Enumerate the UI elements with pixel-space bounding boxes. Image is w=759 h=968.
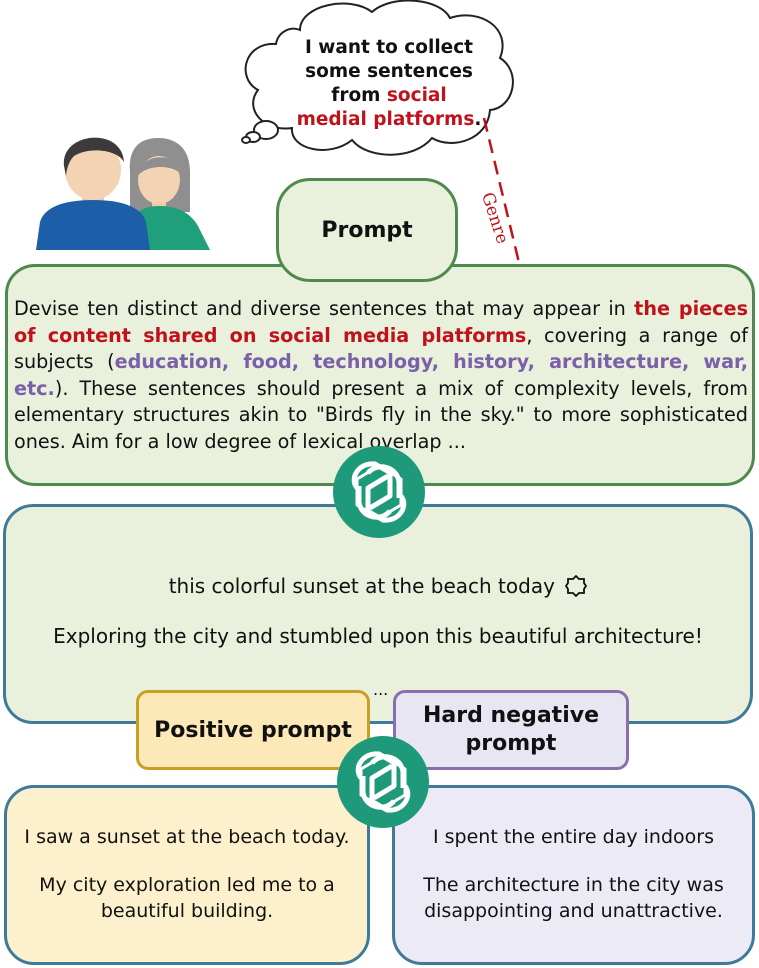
positive-sentence-2: My city exploration led me to a beautifu… [39, 874, 335, 922]
prompt-genre-highlight: the pieces of content shared on social m… [14, 297, 748, 347]
prompt-text-part-1: Devise ten distinct and diverse sentence… [14, 297, 635, 320]
prompt-text-part-2: , covering a range of subjects ( [14, 323, 748, 374]
thought-cloud [241, 0, 514, 156]
prompt-text: Devise ten distinct and diverse sentence… [14, 296, 748, 456]
openai-logo-icon [337, 736, 429, 828]
users-icon [36, 137, 210, 250]
negative-sentence-1: I spent the entire day indoors [433, 826, 714, 848]
thought-highlight-platforms: medial platforms [296, 109, 475, 130]
thought-line-3-prefix: from [331, 85, 387, 106]
positive-sentence-1: I saw a sunset at the beach today. [24, 826, 350, 848]
thought-line-4: medial platforms. [292, 108, 486, 132]
negative-sentence-2: The architecture in the city was disappo… [423, 874, 724, 922]
thought-line-4-suffix: . [474, 109, 482, 130]
prompt-subjects-highlight: education, food, technology, history, ar… [14, 350, 748, 400]
positive-output-box [4, 785, 370, 965]
thought-line-3: from social [292, 84, 486, 108]
openai-logo-icon [333, 446, 425, 538]
thought-line-2: some sentences [305, 61, 473, 82]
hard-negative-output-box [392, 785, 755, 965]
positive-prompt-label-box: Positive prompt [136, 690, 370, 770]
sun-outline-icon [565, 574, 588, 598]
prompt-title-box: Prompt [276, 178, 458, 282]
generated-sentence-2: Exploring the city and stumbled upon thi… [53, 624, 703, 648]
prompt-text-part-3: ). These sentences should present a mix … [14, 376, 748, 453]
thought-line-1: I want to collect [304, 37, 474, 58]
hard-negative-prompt-label-box: Hard negative prompt [393, 690, 629, 770]
thought-bubble-text: I want to collect some sentences from so… [292, 36, 486, 132]
generated-sentence-1: this colorful sunset at the beach today [3, 574, 753, 598]
thought-highlight-social: social [386, 85, 447, 106]
positive-prompt-label: Positive prompt [154, 717, 352, 743]
generated-ellipsis: ... [373, 680, 389, 699]
prompt-title: Prompt [321, 217, 413, 243]
generated-sentence-1-text: this colorful sunset at the beach today [168, 574, 555, 598]
hard-negative-prompt-label: Hard negative prompt [422, 703, 599, 756]
